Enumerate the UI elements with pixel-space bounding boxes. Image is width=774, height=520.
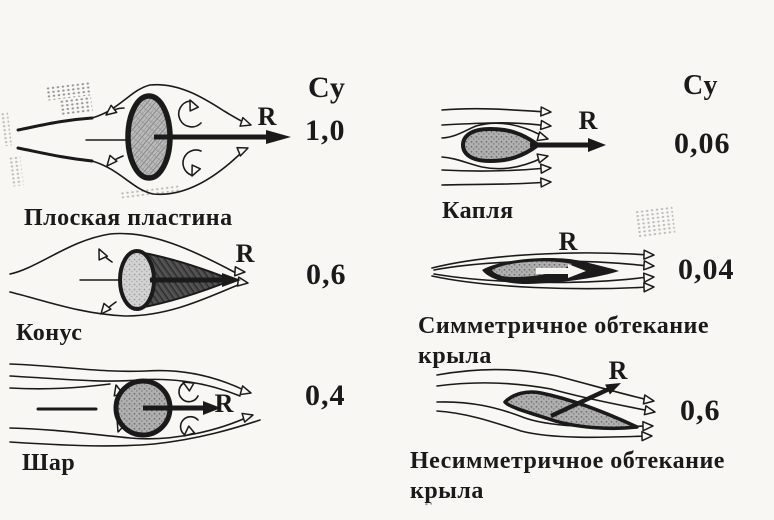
- flat-plate-figure: R: [16, 83, 291, 196]
- force-vector-arrow: [550, 383, 621, 419]
- force-vector-label: R: [609, 356, 628, 385]
- force-vector-label: R: [559, 228, 578, 256]
- vortices: [105, 99, 202, 177]
- cone-caption: Конус: [16, 320, 83, 346]
- asymmetric-airfoil-caption: Несимметричное обтекание крыла: [410, 448, 725, 505]
- cone-coefficient: 0,6: [306, 258, 347, 291]
- force-vector-label: R: [579, 106, 598, 135]
- force-vector-arrow: [143, 401, 221, 415]
- sphere-caption: Шар: [22, 450, 76, 476]
- cone-figure: R: [9, 232, 255, 317]
- sphere-coefficient: 0,4: [305, 379, 346, 412]
- embedded-force-arrow: [536, 264, 586, 278]
- sphere-figure: R: [9, 363, 261, 447]
- droplet-figure: R: [441, 106, 606, 188]
- flat-plate-caption: Плоская пластина: [24, 205, 233, 231]
- asymmetric-airfoil-figure: R: [436, 356, 656, 442]
- force-vector-arrow: [530, 138, 606, 152]
- force-vector-label: R: [215, 389, 234, 418]
- streamlines: [9, 232, 249, 317]
- left-coefficient-header: Су: [308, 71, 346, 104]
- droplet-caption: Капля: [442, 198, 514, 224]
- airfoil-body: [503, 390, 639, 431]
- right-coefficient-header: Су: [683, 70, 719, 101]
- force-vector-arrow: [154, 130, 291, 144]
- streamlines: [441, 106, 552, 188]
- force-vector-label: R: [236, 239, 255, 268]
- asymmetric-airfoil-coefficient: 0,6: [680, 394, 721, 427]
- airfoil-inner-shading: [492, 261, 572, 277]
- symmetric-airfoil-caption: Симметричное обтекание крыла: [418, 313, 709, 370]
- symmetric-airfoil-figure: R: [431, 228, 655, 293]
- flat-plate-coefficient: 1,0: [305, 114, 346, 147]
- symmetric-airfoil-coefficient: 0,04: [678, 253, 735, 286]
- droplet-body: [460, 126, 542, 164]
- droplet-coefficient: 0,06: [674, 127, 731, 160]
- vortices: [178, 381, 199, 437]
- cone-base: [118, 249, 156, 311]
- force-vector-arrow: [150, 273, 241, 287]
- streamlines: [16, 83, 252, 196]
- force-vector-label: R: [258, 102, 277, 131]
